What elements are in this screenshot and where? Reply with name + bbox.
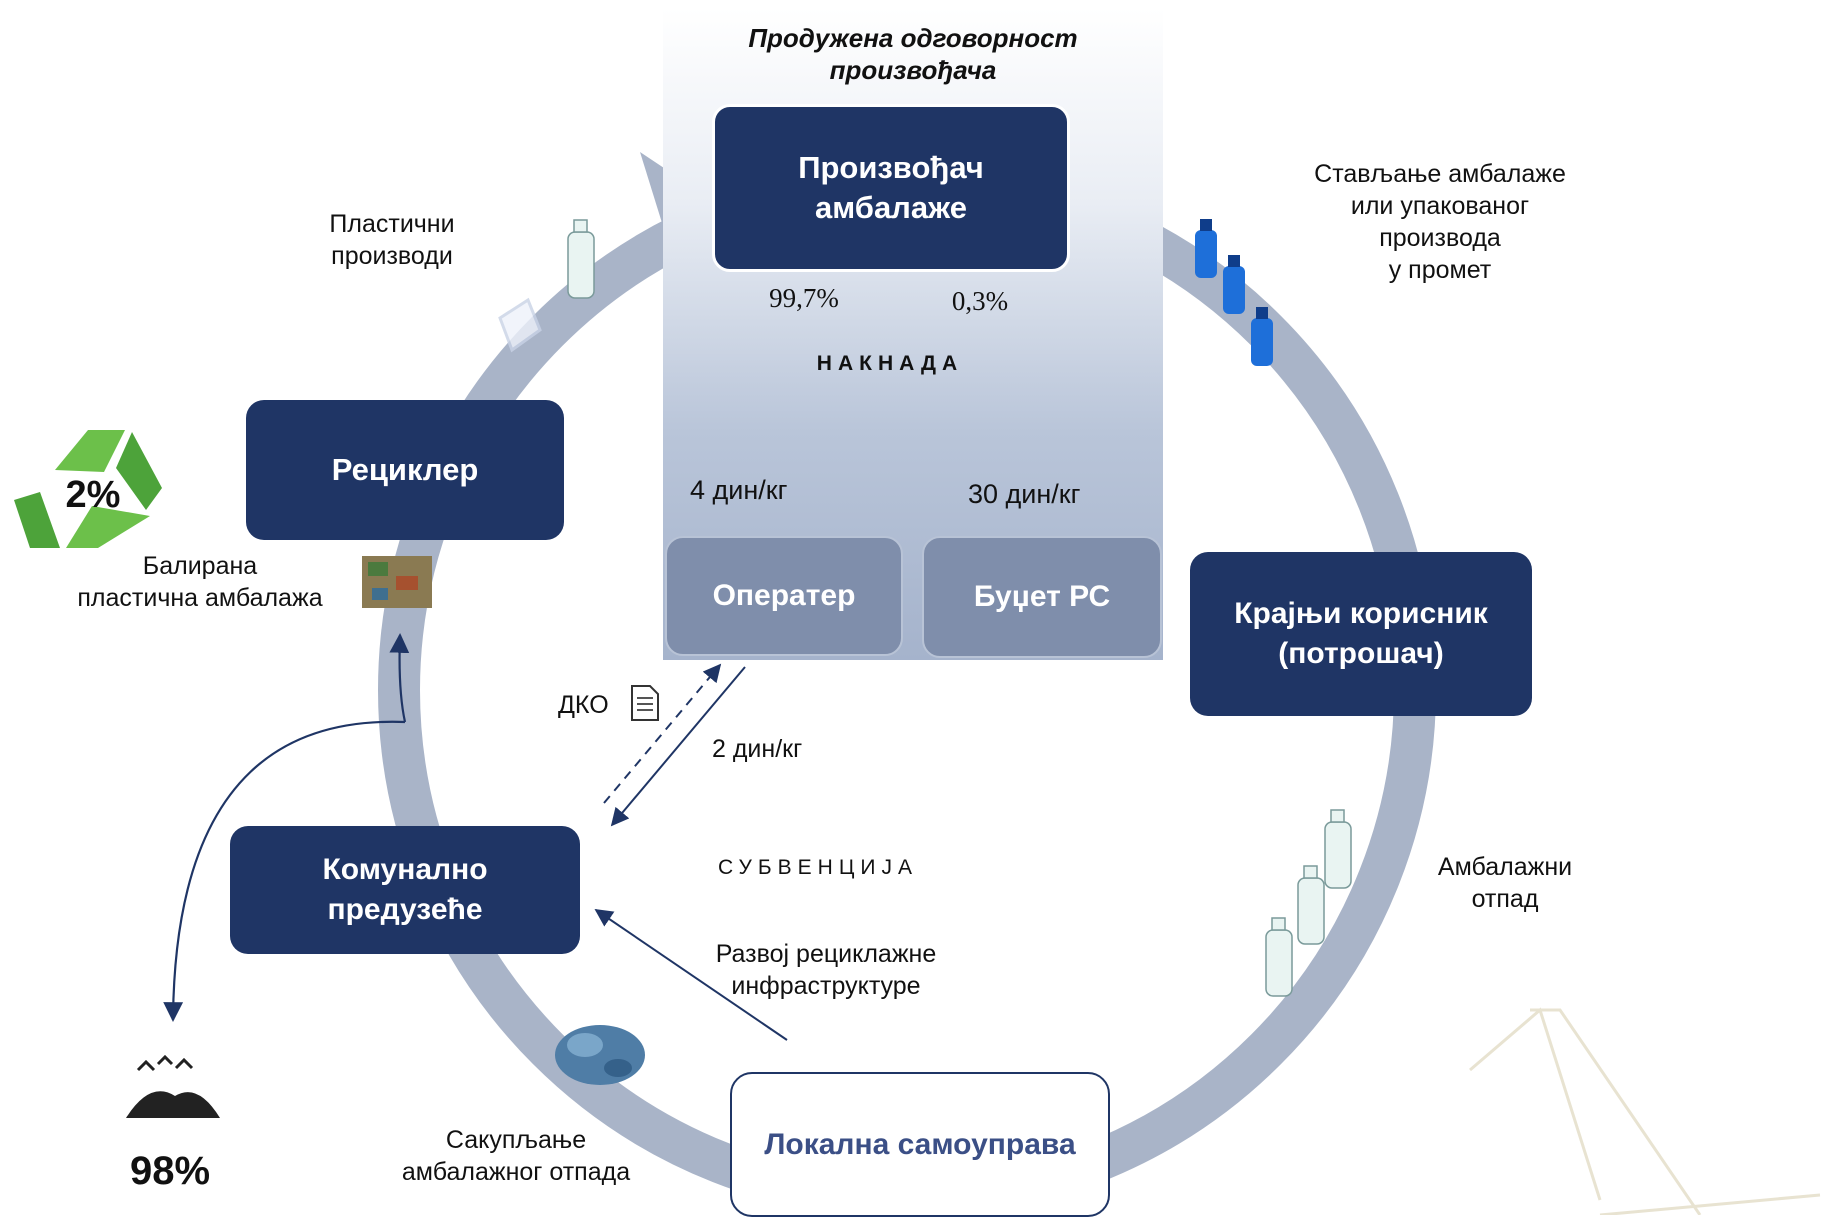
document-icon (631, 685, 659, 721)
operator-node: Оператер (665, 536, 903, 656)
landfill-icon (126, 1054, 220, 1118)
end-user-node: Крајњи корисник (потрошач) (1190, 552, 1532, 716)
arrow-to-recycler (389, 633, 410, 723)
bottle-icon (567, 219, 595, 299)
producer-node: Произвођач амбалаже (712, 104, 1070, 272)
rate-operator-label: 4 дин/кг (690, 475, 788, 505)
budget-node: Буџет РС (922, 536, 1162, 658)
fee-label: НАКНАДА (816, 352, 964, 375)
arrow-subsidy (610, 666, 746, 827)
arrow-to-landfill (163, 720, 406, 1022)
arrow-infrastructure (594, 908, 788, 1041)
operator-label: Оператер (712, 579, 856, 612)
epr-title: Продужена одговорност произвођача (748, 23, 1078, 85)
producer-label: Произвођач амбалаже (798, 150, 984, 225)
baled-plastic-icon (362, 556, 432, 608)
plastic-products-label: Пластични производи (329, 210, 455, 270)
bottle-icon (1265, 809, 1352, 997)
recycled-pct-label: 2% (65, 474, 121, 516)
recycler-node: Рециклер (246, 400, 564, 540)
recycle-icon (14, 430, 162, 548)
local-gov-label: Локална самоуправа (764, 1127, 1076, 1161)
bottle-icon (1195, 219, 1273, 366)
utility-node: Комунално предузеће (230, 826, 580, 954)
share-budget-label: 0,3% (951, 286, 1009, 316)
share-operator-label: 99,7% (769, 283, 839, 313)
placing-on-market-label: Стављање амбалаже или упакованог произво… (1314, 160, 1566, 284)
end-user-label: Крајњи корисник (потрошач) (1234, 597, 1488, 670)
rate-budget-label: 30 дин/кг (968, 479, 1081, 509)
decor-outline (1469, 1007, 1821, 1215)
recycler-label: Рециклер (331, 452, 479, 487)
packaging-waste-label: Амбалажни отпад (1437, 853, 1573, 913)
crushed-bottles-icon (555, 1025, 645, 1085)
collection-label: Сакупљање амбалажног отпада (401, 1126, 631, 1186)
local-gov-node: Локална самоуправа (730, 1072, 1110, 1217)
baled-plastic-label: Балирана пластична амбалажа (77, 552, 323, 612)
landfill-pct-label: 98% (129, 1149, 211, 1193)
subsidy-label: СУБВЕНЦИЈА (718, 856, 918, 879)
plastic-flake-icon (498, 297, 542, 353)
utility-label: Комунално предузеће (322, 853, 488, 926)
budget-label: Буџет РС (973, 580, 1111, 613)
rate-utility-label: 2 дин/кг (712, 735, 803, 763)
infrastructure-label: Развој рециклажне инфраструктуре (715, 940, 937, 1000)
arrow-dko (603, 663, 722, 804)
dko-label: ДКО (558, 691, 609, 719)
